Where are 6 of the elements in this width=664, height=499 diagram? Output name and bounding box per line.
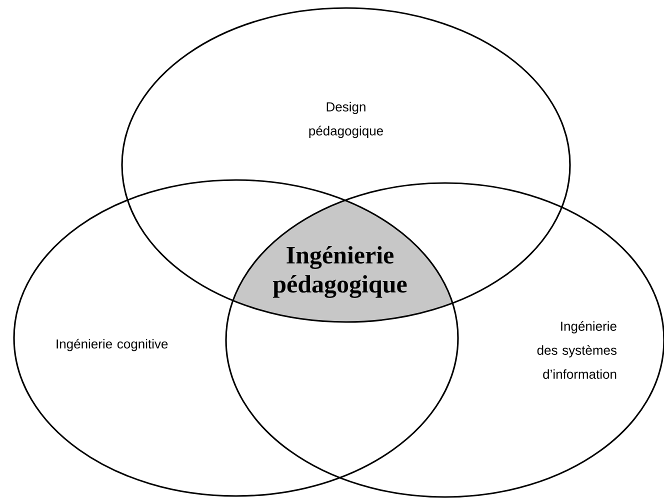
ellipse (121, 7, 571, 323)
ellipse (13, 179, 459, 497)
center-label: Ingénierie pédagogique (272, 246, 407, 298)
ellipse-label: Ingénierie des systèmes d’information (537, 321, 617, 379)
ellipse-label: Ingénierie cognitive (56, 338, 168, 352)
ellipse-label: Design pédagogique (309, 102, 383, 138)
